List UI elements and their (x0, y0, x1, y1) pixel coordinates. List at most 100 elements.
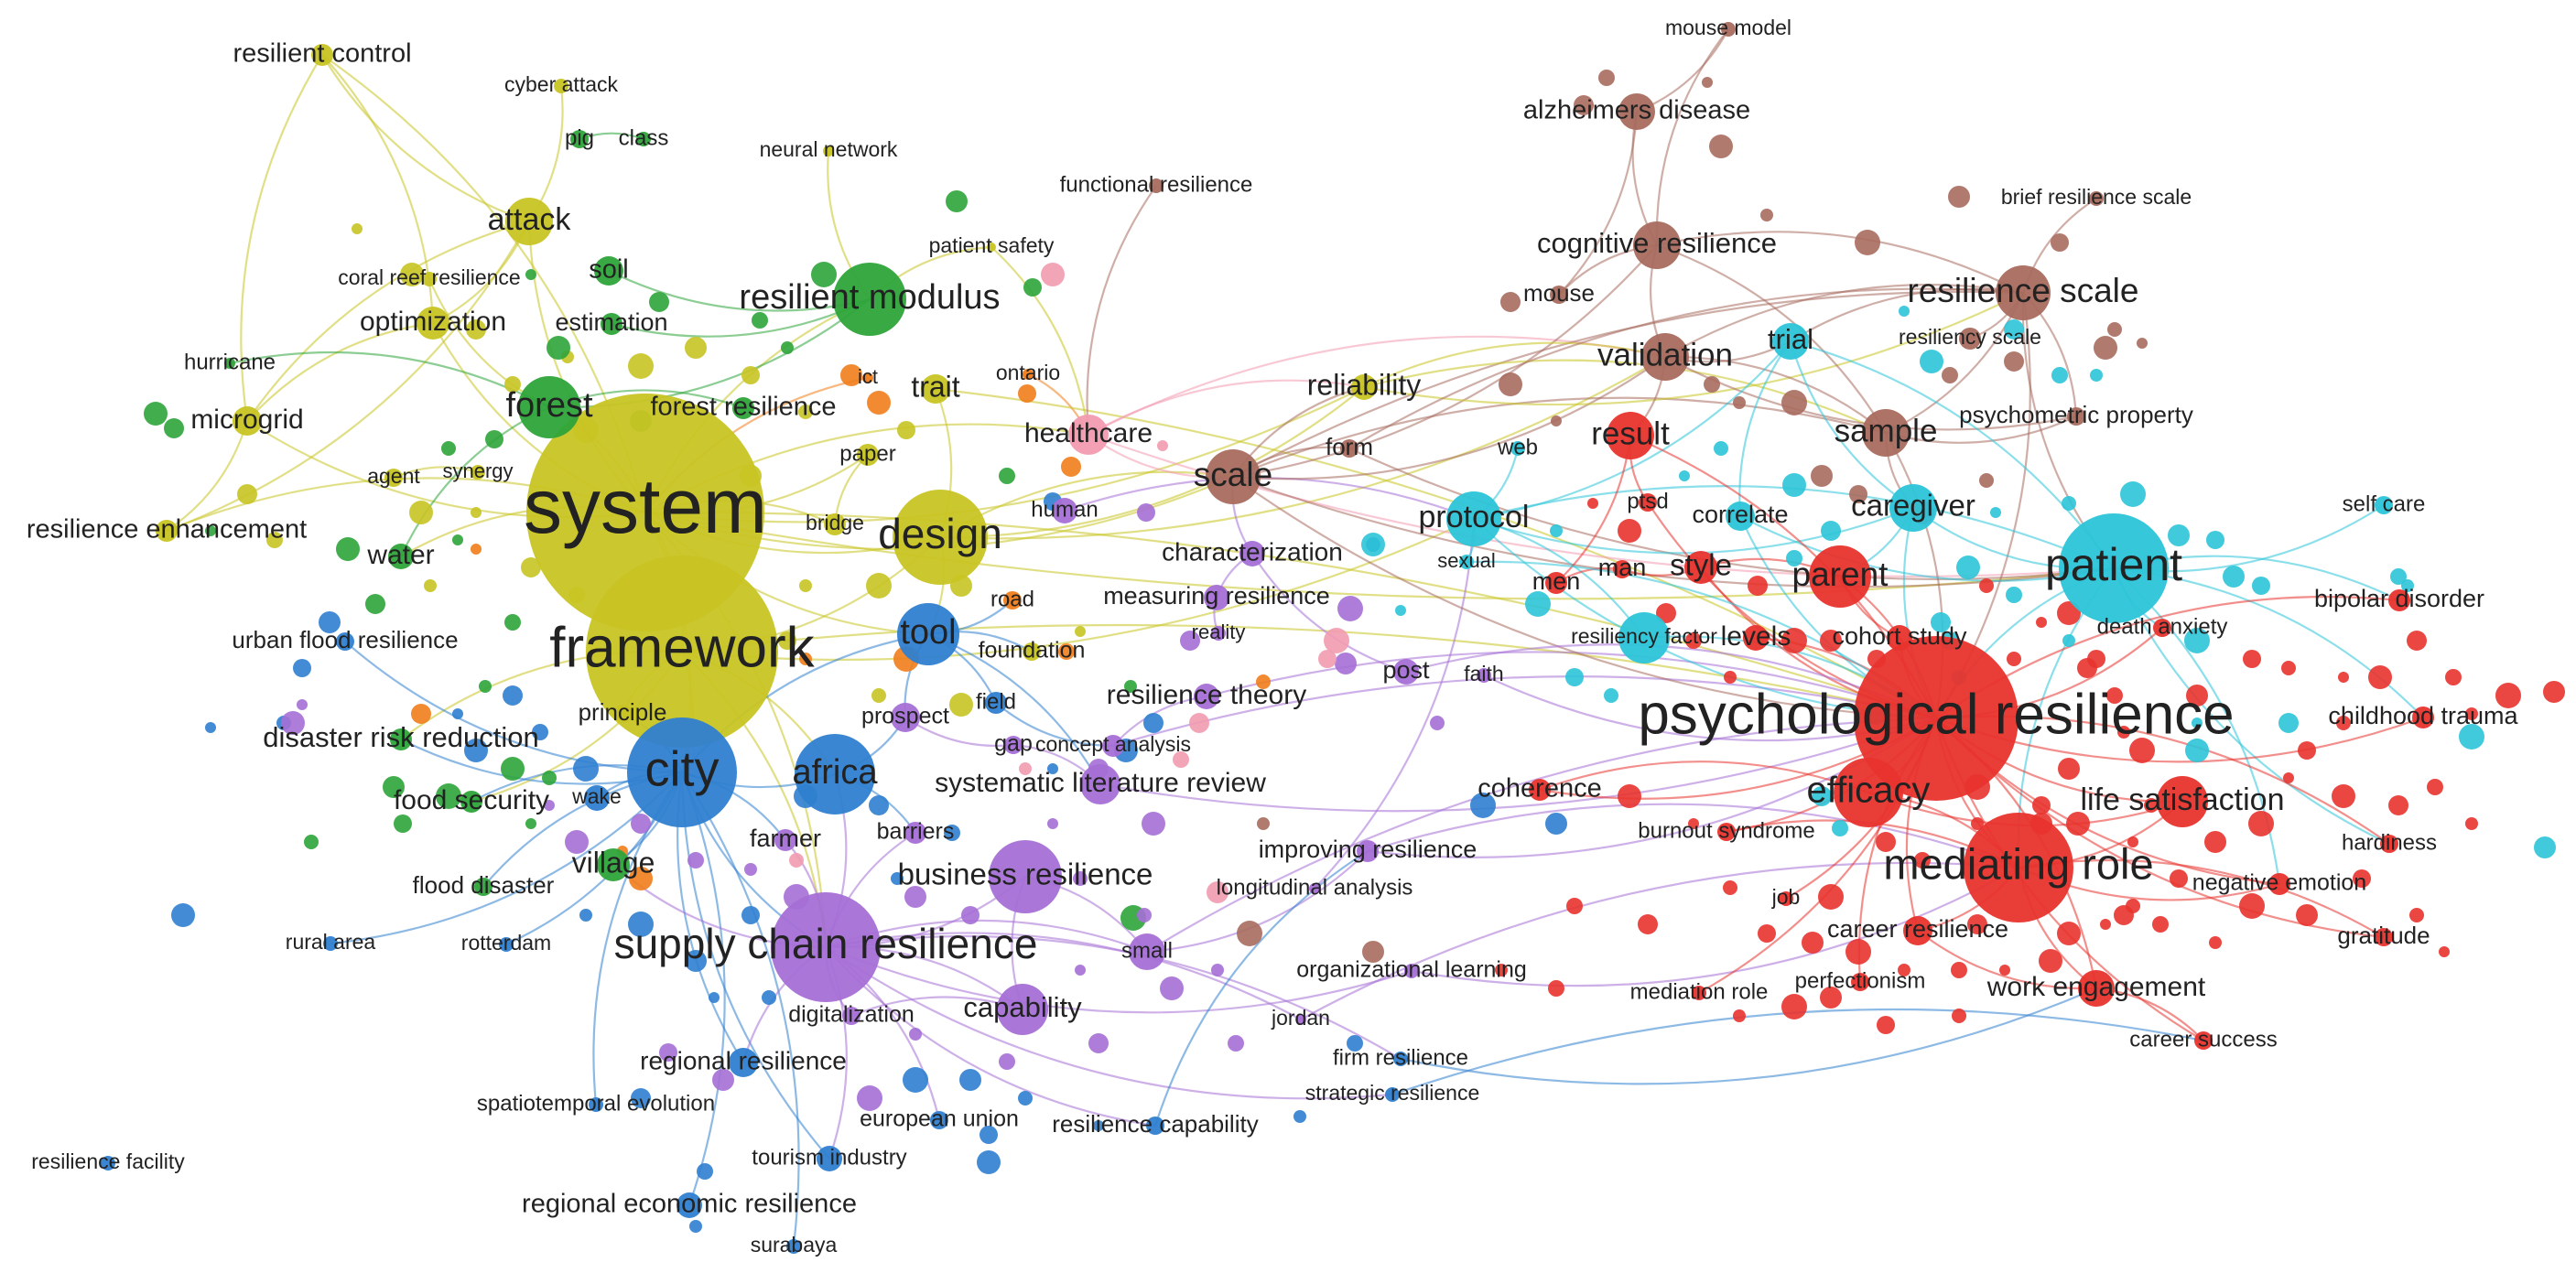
node-resilience-scale[interactable] (1996, 265, 2051, 320)
node-prospect[interactable] (891, 703, 920, 732)
node-surabaya[interactable] (786, 1239, 801, 1254)
node-firm-resilience[interactable] (1393, 1052, 1408, 1066)
node-flood-disaster[interactable] (474, 878, 492, 896)
node-characterization[interactable] (1239, 541, 1265, 566)
node-synergy[interactable] (471, 465, 485, 480)
node-healthcare[interactable] (1068, 415, 1109, 455)
node-gratitude[interactable] (2375, 928, 2393, 946)
node-coral-reef-resilience[interactable] (422, 272, 437, 286)
node-paper[interactable] (857, 444, 879, 466)
node-human[interactable] (1052, 498, 1077, 523)
node-reality[interactable] (1211, 626, 1226, 641)
node-resilience-enhancement[interactable] (156, 520, 178, 542)
node-parent[interactable] (1809, 545, 1871, 608)
node-optimization[interactable] (417, 307, 449, 340)
node-psychometric-property[interactable] (2067, 407, 2085, 426)
node-mediating-role[interactable] (1964, 813, 2073, 922)
node-strategic-resilience[interactable] (1385, 1087, 1400, 1102)
node-result[interactable] (1607, 412, 1654, 459)
node-post[interactable] (1393, 659, 1419, 685)
node-bipolar-disorder[interactable] (2388, 589, 2410, 611)
node-estimation[interactable] (601, 313, 622, 335)
node-resilience-capability[interactable] (1146, 1117, 1164, 1135)
node-style[interactable] (1684, 551, 1717, 584)
node-tourism-industry[interactable] (817, 1146, 842, 1171)
node-brief-resilience-scale[interactable] (2089, 191, 2104, 206)
node-city[interactable] (627, 717, 737, 827)
node-class[interactable] (636, 132, 651, 146)
node-mouse[interactable] (1550, 286, 1568, 304)
node-trial[interactable] (1772, 323, 1809, 360)
node-longitudinal-analysis[interactable] (1309, 883, 1320, 894)
node-africa[interactable] (795, 734, 875, 815)
node-forest[interactable] (518, 376, 580, 438)
node-farmer[interactable] (774, 829, 796, 851)
node-men[interactable] (1545, 572, 1567, 594)
node-european-union[interactable] (930, 1111, 948, 1129)
node-caregiver[interactable] (1889, 484, 1937, 532)
node-functional-resilience[interactable] (1149, 178, 1164, 193)
node-pig[interactable] (570, 130, 589, 148)
node-disaster-risk-reduction[interactable] (390, 728, 412, 750)
node-agent[interactable] (384, 469, 403, 487)
node-life-satisfaction[interactable] (2157, 776, 2208, 827)
node-sample[interactable] (1862, 409, 1910, 457)
node-improving-resilience[interactable] (1357, 840, 1379, 862)
node-childhood-trauma[interactable] (2412, 707, 2434, 728)
node-coherence[interactable] (1529, 779, 1551, 801)
node-framework[interactable] (586, 556, 778, 748)
node-mouse-model[interactable] (1721, 22, 1736, 37)
node-jordan[interactable] (1295, 1014, 1306, 1025)
node-concept-analysis[interactable] (1102, 735, 1124, 757)
node-perfectionism[interactable] (1851, 973, 1869, 991)
node-career-resilience[interactable] (1903, 916, 1932, 945)
node-wake[interactable] (584, 785, 610, 811)
node-capability[interactable] (997, 984, 1048, 1035)
node-death-anxiety[interactable] (2153, 619, 2171, 637)
node-field[interactable] (985, 692, 1007, 714)
node-tool[interactable] (897, 603, 959, 665)
node-self-care[interactable] (2375, 496, 2393, 514)
node-hardiness[interactable] (2380, 835, 2398, 853)
node-design[interactable] (893, 490, 988, 585)
node-patient[interactable] (2059, 513, 2169, 623)
node-resiliency-factor[interactable] (1618, 612, 1670, 663)
node-ptsd[interactable] (1639, 493, 1657, 512)
node-road[interactable] (1003, 591, 1022, 610)
node-levels[interactable] (1743, 625, 1769, 651)
node-neural-network[interactable] (823, 146, 834, 156)
node-measuring-resilience[interactable] (1204, 585, 1229, 610)
node-protocol[interactable] (1446, 491, 1501, 546)
node-resiliency-scale[interactable] (1959, 328, 1981, 350)
node-rotterdam[interactable] (499, 937, 514, 952)
node-water[interactable] (388, 544, 414, 569)
node-food-security[interactable] (460, 791, 482, 813)
node-web[interactable] (1510, 441, 1525, 456)
node-cognitive-resilience[interactable] (1633, 221, 1681, 269)
node-urban-flood-resilience[interactable] (336, 632, 354, 651)
node-barriers[interactable] (904, 822, 926, 844)
node-burnout-syndrome[interactable] (1717, 823, 1736, 841)
node-trait[interactable] (921, 374, 950, 404)
node-psychological-resilience[interactable] (1854, 636, 2019, 801)
node-validation[interactable] (1641, 333, 1689, 381)
node-career-success[interactable] (2194, 1031, 2213, 1050)
node-form[interactable] (1340, 439, 1358, 458)
node-cohort-study[interactable] (1887, 625, 1912, 651)
node-rural-area[interactable] (323, 936, 338, 951)
node-alzheimers-disease[interactable] (1618, 93, 1655, 130)
node-systematic-literature-review[interactable] (1080, 764, 1120, 804)
node-gap[interactable] (1004, 736, 1023, 754)
node-job[interactable] (1779, 891, 1793, 906)
node-regional-economic-resilience[interactable] (676, 1192, 702, 1218)
node-microgrid[interactable] (233, 406, 262, 436)
node-sexual[interactable] (1459, 555, 1474, 569)
node-resilient-modulus[interactable] (833, 263, 906, 336)
node-village[interactable] (597, 848, 630, 881)
node-regional-resilience[interactable] (729, 1048, 758, 1077)
node-mediation-role[interactable] (1692, 986, 1706, 1000)
node-reliability[interactable] (1351, 374, 1377, 400)
node-negative-emotion[interactable] (2268, 873, 2290, 895)
node-attack[interactable] (505, 198, 553, 245)
node-scale[interactable] (1206, 449, 1261, 504)
